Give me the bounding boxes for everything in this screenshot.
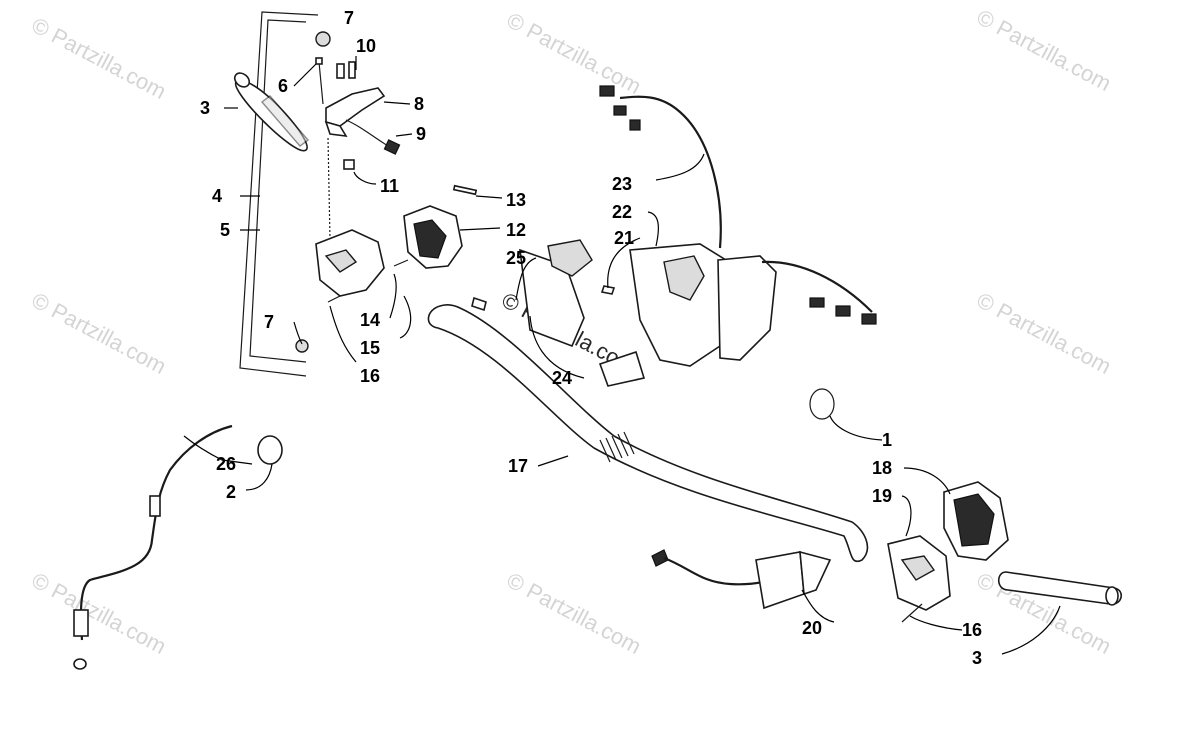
callout-11: 11 [380,176,399,196]
callout-14: 14 [360,310,380,330]
callout-7-bottom: 7 [264,312,274,332]
callout-10: 10 [356,36,376,56]
callout-3-left: 3 [200,98,210,118]
callout-8: 8 [414,94,424,114]
callout-23: 23 [612,174,632,194]
callout-9: 9 [416,124,426,144]
callout-19: 19 [872,486,892,506]
lower-cap-part [295,339,309,353]
callout-7-top: 7 [344,8,354,28]
callout-16-left: 16 [360,366,380,386]
watermark-2: © Partzilla.com [503,7,646,99]
callout-24: 24 [552,368,572,388]
callout-15: 15 [360,338,380,358]
callout-25: 25 [506,248,526,268]
left-grip-part [233,72,310,152]
watermark-6: © Partzilla.com [28,567,171,659]
group-bracket [239,11,319,377]
left-clamp-parts [315,31,401,241]
callout-21: 21 [614,228,634,248]
callout-labels: 7 10 6 3 8 9 11 4 5 13 12 7 14 15 16 23 … [200,8,982,668]
watermark-5: © Partzilla.com [973,287,1116,379]
callout-16-right: 16 [962,620,982,640]
left-switch-housing [315,184,478,303]
callout-26: 26 [216,454,236,474]
watermark-1: © Partzilla.com [28,12,171,104]
callout-4: 4 [212,186,222,206]
callout-5: 5 [220,220,230,240]
part-20-wiring [651,549,832,610]
callout-13: 13 [506,190,526,210]
callout-20: 20 [802,618,822,638]
watermark-7: © Partzilla.com [503,567,646,659]
callout-2: 2 [226,482,236,502]
callout-6: 6 [278,76,288,96]
callout-3-right: 3 [972,648,982,668]
center-control-cluster [471,85,877,387]
watermark-3: © Partzilla.com [973,4,1116,96]
right-side-parts [809,388,1122,623]
callout-18: 18 [872,458,892,478]
callout-17: 17 [508,456,528,476]
throttle-cable-part [73,424,283,670]
watermark-4: © Partzilla.com [28,287,171,379]
callout-12: 12 [506,220,526,240]
leader-lines [183,56,1061,655]
handlebar-part [427,303,869,563]
callout-1: 1 [882,430,892,450]
callout-22: 22 [612,202,632,222]
